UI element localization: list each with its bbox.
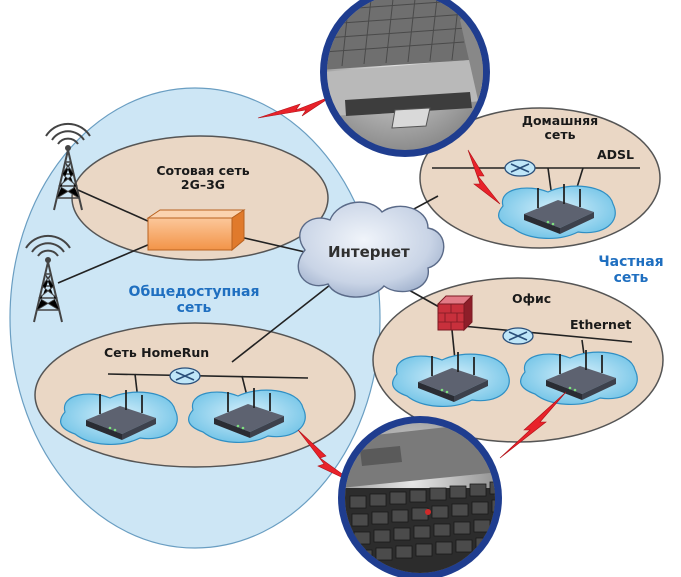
private-network-label: Частная сеть: [596, 254, 666, 286]
cloud-icon: [297, 201, 445, 298]
public-network-label: Общедоступная сеть: [114, 284, 274, 316]
ethernet-label: Ethernet: [570, 317, 632, 332]
firewall-icon: [436, 294, 474, 332]
public-network-label-line2: сеть: [176, 300, 212, 317]
homerun-network-label: Сеть HomeRun: [104, 345, 210, 360]
office-label: Офис: [512, 291, 552, 306]
cellular-network-label: Сотовая сеть 2G–3G: [150, 163, 256, 193]
private-network-label-line1: Частная: [598, 254, 664, 270]
internet-label: Интернет: [328, 243, 410, 261]
router-icon: [391, 351, 510, 408]
hub-icon: [504, 159, 536, 177]
adsl-label: ADSL: [597, 147, 635, 162]
home-network-label-line2: сеть: [544, 127, 576, 143]
router-icon: [59, 389, 178, 446]
public-network-label-line1: Общедоступная: [128, 284, 260, 300]
laptop-icon: [320, 0, 490, 157]
router-icon: [497, 183, 616, 240]
router-icon: [187, 387, 306, 444]
home-network-label-line1: Домашняя: [521, 113, 599, 128]
cellular-network-label-line1: Сотовая сеть: [156, 163, 250, 178]
home-network-label: Домашняя сеть: [520, 113, 600, 143]
cellular-equipment-icon: [146, 209, 246, 252]
cellular-network-label-line2: 2G–3G: [180, 177, 226, 193]
private-network-label-line2: сеть: [613, 270, 649, 287]
laptop-icon: [338, 416, 502, 577]
router-icon: [519, 349, 638, 406]
hub-icon: [502, 327, 534, 345]
hub-icon: [169, 367, 201, 385]
